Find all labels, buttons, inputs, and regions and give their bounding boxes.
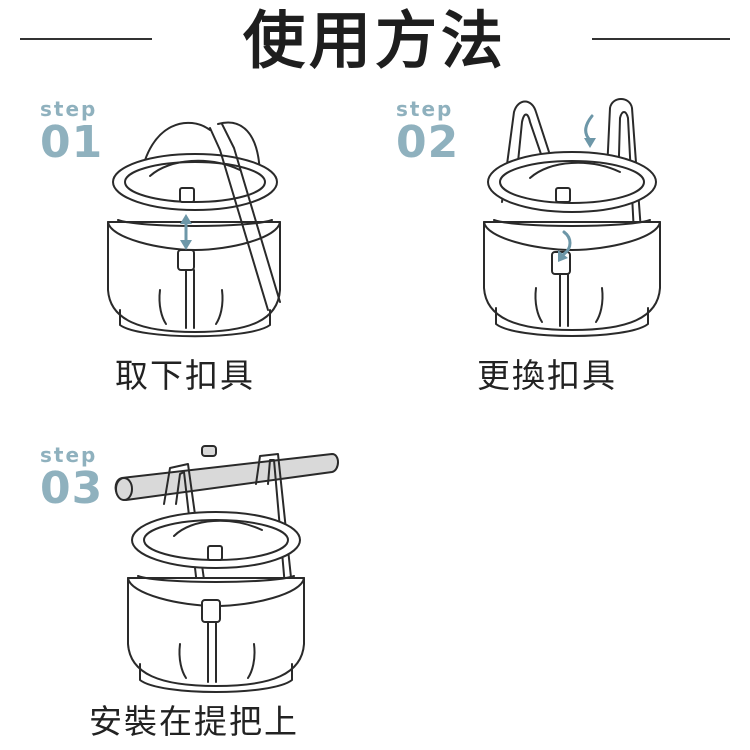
step-01-number: 01 [40,117,104,168]
step-02-word: step [396,97,454,121]
step-02-illustration [483,98,661,337]
step-03-word: step [40,443,98,467]
step-03-number: 03 [40,463,104,514]
step-01-illustration [107,121,281,338]
step-01-word: step [40,97,98,121]
page-title: 使用方法 [242,4,507,77]
step-03-illustration [114,445,339,693]
step-03-badge: step 03 [40,444,103,512]
step-03-caption: 安裝在提把上 [89,702,299,741]
step-01-badge: step 01 [40,98,103,166]
step-02-number: 02 [396,117,460,168]
step-01-caption: 取下扣具 [115,356,255,395]
header-divider-left [20,38,152,40]
step-02-badge: step 02 [396,98,459,166]
header-divider-right [592,38,730,40]
step-02-caption: 更換扣具 [477,356,617,395]
